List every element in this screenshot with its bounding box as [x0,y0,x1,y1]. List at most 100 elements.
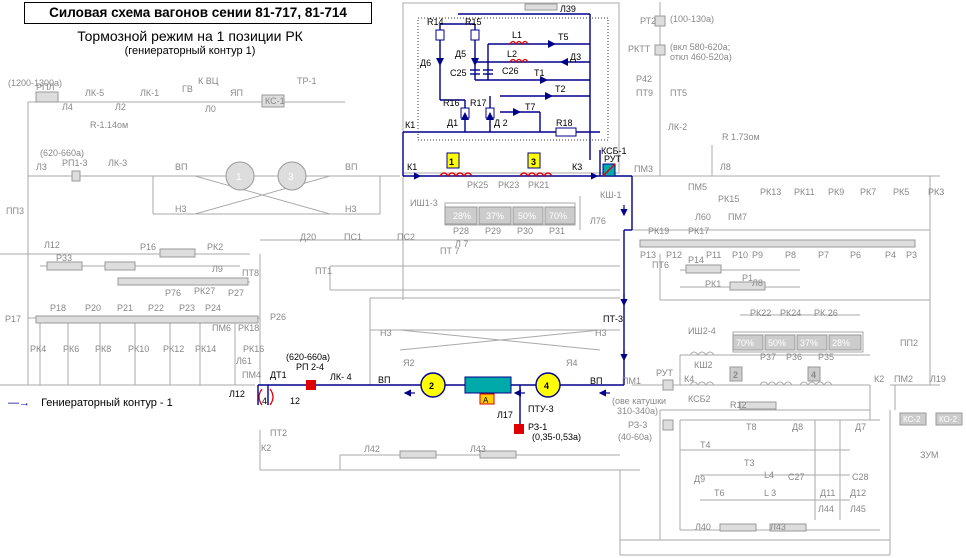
diagram-title: Силовая схема вагонов сении 81-717, 81-7… [24,2,372,24]
field-3-label-box [527,152,541,169]
label-rktt: РКТТ [628,44,651,54]
label-pm7: ПМ7 [728,212,747,222]
label-p30: Р30 [517,226,533,236]
label-l60: Л60 [695,212,711,222]
label-t5: Т5 [558,32,569,42]
label-ish13: ИШ1-3 [410,198,438,208]
flow-arrows [403,172,628,397]
label-pk9: РК9 [828,187,844,197]
inductor-l1 [509,40,529,46]
field-coil-4-icon [807,366,821,382]
label-r16: R16 [443,98,460,108]
label-d6: Д6 [420,58,431,68]
label-p6: Р6 [850,250,861,260]
label-p31: Р31 [549,226,565,236]
label-lk2: ЛК-2 [668,122,687,132]
rk-resistor-bank-2 [732,334,862,351]
label-q70: 70% [736,338,754,348]
label-lk4: ЛК- 4 [330,372,352,382]
label-ya4: Я4 [566,358,578,368]
field-coil-2-icon [729,366,743,382]
label-p1: Р1 [742,273,753,283]
label-n3c: Н3 [380,328,392,338]
label-vp4: ВП [590,376,602,386]
label-pk3: РК3 [928,187,944,197]
label-pt2: РТ2 [640,16,656,26]
label-l45: Л45 [850,504,866,514]
label-m4: 4 [544,381,549,391]
label-l76: Л76 [590,216,606,226]
label-p13: Р13 [640,250,656,260]
label-t4: Т4 [700,440,711,450]
legend-text: Гениераторный контур - 1 [41,397,173,409]
field-1-label-box [446,152,460,169]
label-m3: 3 [288,172,294,183]
label-t3: Т3 [744,458,755,468]
label-pm3: ПМ3 [634,164,653,174]
label-gv: ГВ [182,84,193,94]
ks2-box [899,412,927,426]
diagram-subtitle: Тормозной режим на 1 позиции РК [77,28,303,44]
label-p20: Р20 [85,303,101,313]
label-t7: Т7 [525,102,536,112]
label-pk16: РК16 [243,344,264,354]
label-pk2: РК2 [207,242,223,252]
rp24-relay-icon [306,380,316,390]
label-l8: Л8 [720,162,731,172]
label-t6: Т6 [714,488,725,498]
label-l8b: Л8 [752,278,763,288]
label-l7: Л 7 [455,239,468,249]
label-rkttv1: (вкл 580-620а; [670,42,730,52]
label-p11: Р11 [706,250,721,260]
label-rp24: РП 2-4 [296,362,324,372]
label-pk8: РК8 [95,344,111,354]
label-ps2: ПС2 [397,232,415,242]
label-r17: R17 [470,98,487,108]
label-tr1: ТР-1 [297,76,317,86]
label-ps1: ПС1 [344,232,362,242]
label-ksb2: КСБ2 [688,394,711,404]
label-rz1v: (0,35-0,53а) [532,432,581,442]
label-pm4: ПМ4 [242,370,261,380]
label-pk27: РК27 [194,286,215,296]
label-p8: Р8 [785,250,796,260]
label-pt2b: ПТ2 [270,428,287,438]
label-coilsv: 310-340а) [617,406,658,416]
label-p28: Р28 [453,226,469,236]
label-d8: Д8 [792,422,803,432]
a-box [479,393,495,405]
label-lk3: ЛК-3 [108,158,127,168]
label-l3b: L 3 [764,488,776,498]
label-a: А [483,396,489,405]
inactive-wiring [0,2,940,556]
label-f3: 3 [531,157,536,167]
label-rpl: РПЛ [36,82,54,92]
label-rut2: РУТ [656,368,674,378]
label-l4b: L4 [764,470,774,480]
motor-2-icon [420,372,446,398]
label-pk17: РК17 [688,226,709,236]
label-pm5: ПМ5 [688,182,707,192]
label-r14: R14 [427,17,444,27]
label-l2: L2 [507,49,517,59]
label-rkttv2: откл 460-520а) [670,52,732,62]
label-p12: Р12 [666,250,682,260]
label-n3d: Н3 [595,328,607,338]
label-l19: Л19 [930,374,946,384]
label-t8: Т8 [746,422,757,432]
label-pk15: РК15 [718,194,739,204]
label-pk26: РК 26 [814,308,838,318]
label-kvc: К ВЦ [198,76,219,86]
label-p24: Р24 [205,303,221,313]
label-n3b: Н3 [345,204,357,214]
label-p16: Р16 [140,242,156,252]
label-ish24: ИШ2-4 [688,326,716,336]
label-d7: Д7 [855,422,866,432]
label-r173: R 1.73ом [722,132,760,142]
label-n3a: Н3 [175,204,187,214]
label-c27: C27 [788,472,805,482]
labels-active: Л39 R14 R15 L1 Т5 Д6 Д5 L2 Д3 C25 C26 Т1… [229,4,627,442]
label-ko2: КО-2 [939,415,957,424]
label-l44: Л44 [818,504,834,514]
label-pk23: РК23 [498,180,519,190]
